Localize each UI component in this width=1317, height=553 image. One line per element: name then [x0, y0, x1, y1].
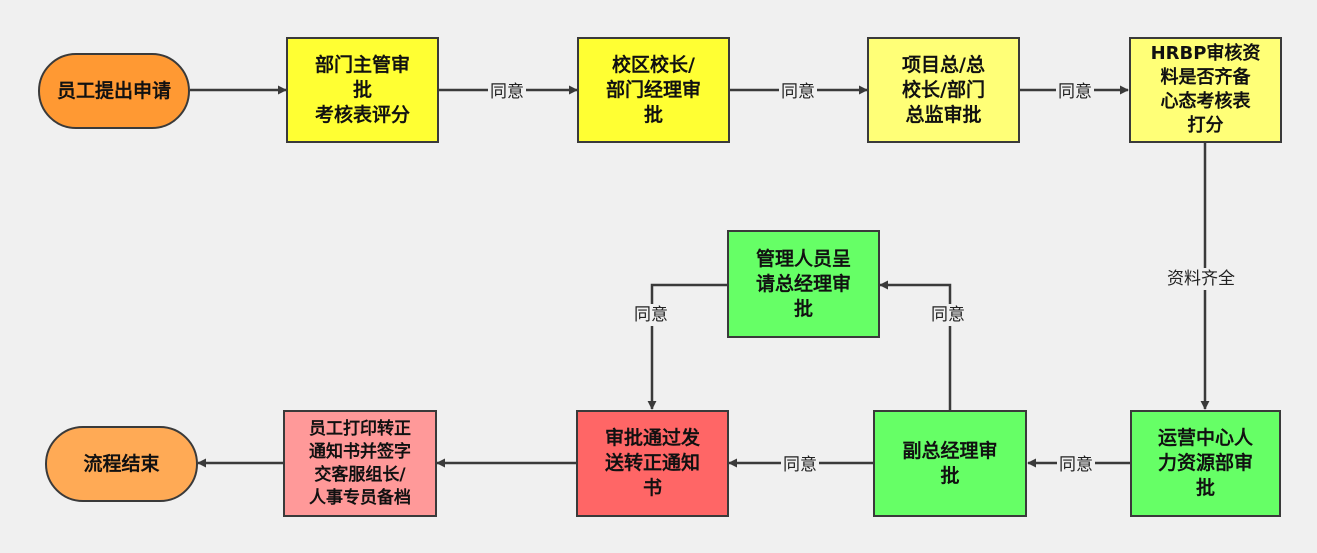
- edge-deputy-gm-to-manager-gm: [879, 280, 952, 410]
- edge-label-agree-1: 同意: [488, 81, 526, 103]
- ops-hr-node: 运营中心人 力资源部审 批: [1130, 410, 1281, 517]
- edge-label-agree-7: 同意: [781, 454, 819, 476]
- edge-label-agree-2: 同意: [779, 81, 817, 103]
- project-director-node: 项目总/总 校长/部门 总监审批: [867, 37, 1020, 143]
- approved-notice-node: 审批通过发 送转正通知 书: [576, 410, 729, 517]
- deputy-gm-node: 副总经理审 批: [873, 410, 1027, 517]
- edge-label-docs-complete: 资料齐全: [1165, 268, 1237, 290]
- start-node: 员工提出申请: [38, 53, 190, 129]
- hrbp-node: HRBP审核资 料是否齐备 心态考核表 打分: [1129, 37, 1282, 143]
- manager-gm-node: 管理人员呈 请总经理审 批: [727, 230, 880, 338]
- end-node: 流程结束: [45, 426, 198, 502]
- edge-manager-gm-to-approved: [647, 283, 727, 410]
- edge-label-agree-5: 同意: [929, 304, 967, 326]
- principal-node: 校区校长/ 部门经理审 批: [577, 37, 730, 143]
- employee-print-node: 员工打印转正 通知书并签字 交客服组长/ 人事专员备档: [283, 410, 437, 517]
- dept-manager-node: 部门主管审 批 考核表评分: [286, 37, 439, 143]
- edge-label-agree-3: 同意: [1056, 81, 1094, 103]
- edge-label-agree-4: 同意: [1057, 454, 1095, 476]
- edge-label-agree-6: 同意: [632, 304, 670, 326]
